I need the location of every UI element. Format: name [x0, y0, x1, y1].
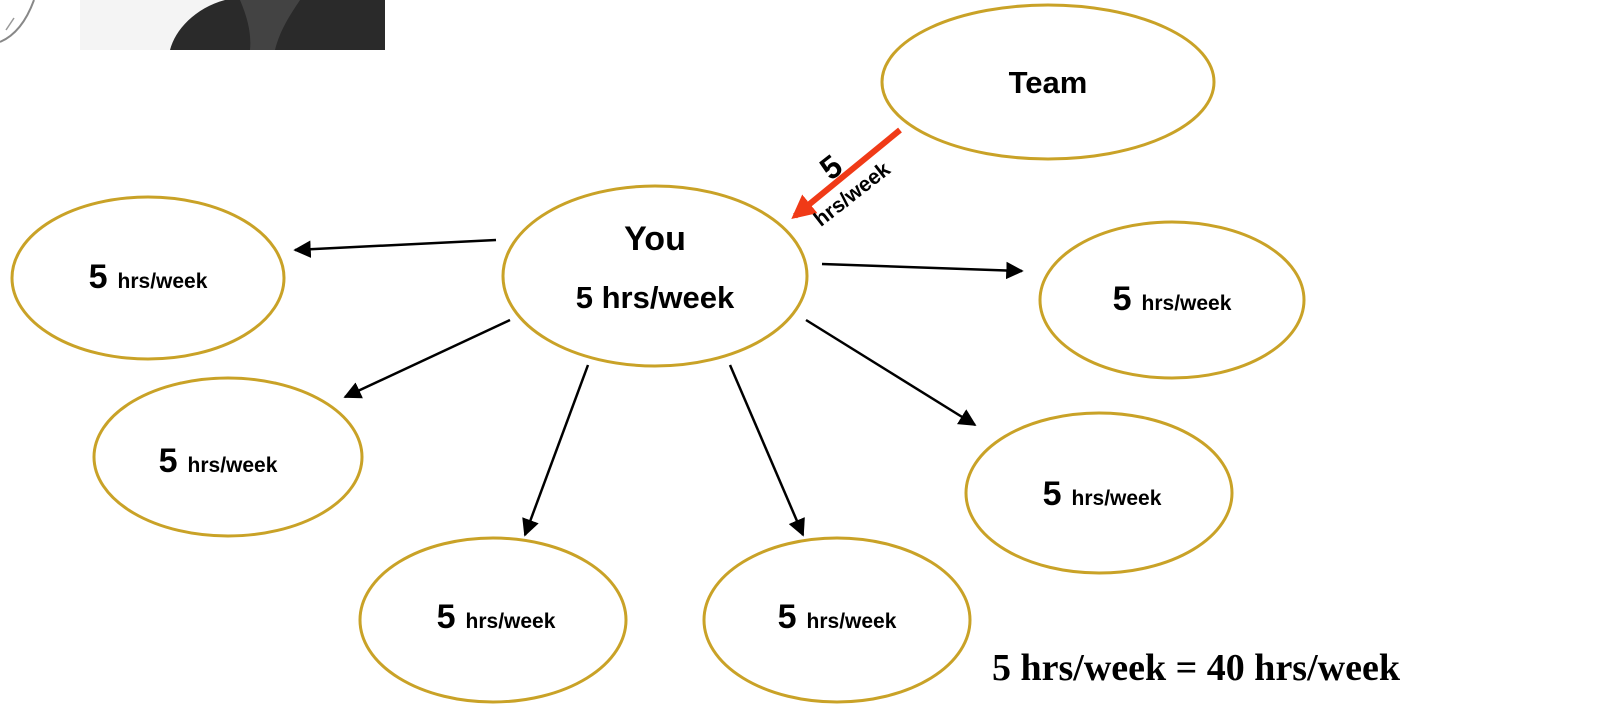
arrow-to-bottom-left-member [522, 364, 590, 537]
member-unit: hrs/week [1142, 292, 1232, 315]
member-hours: 5 hrs/week [89, 258, 208, 296]
member-hours: 5 hrs/week [159, 442, 278, 480]
member-number: 5 [159, 442, 178, 480]
arrow-to-left-member [293, 238, 497, 258]
arrow-to-right-member [821, 261, 1024, 280]
member-hours: 5 hrs/week [437, 598, 556, 636]
member-unit: hrs/week [118, 270, 208, 293]
you-ellipse [501, 184, 809, 368]
member-ellipse [358, 536, 628, 704]
member-unit: hrs/week [188, 454, 278, 477]
member-hours: 5 hrs/week [778, 598, 897, 636]
member-ellipse [92, 376, 364, 538]
you-hours: 5 hrs/week [576, 280, 735, 315]
member-node-lower-left: 5 hrs/week [92, 376, 364, 538]
member-number: 5 [1113, 280, 1132, 318]
member-node-bottom-right: 5 hrs/week [702, 536, 972, 704]
team-ellipse [880, 3, 1216, 161]
member-ellipse [964, 411, 1234, 575]
team-label: Team [1009, 65, 1088, 100]
member-unit: hrs/week [807, 610, 897, 633]
logo-fragment [0, 0, 35, 43]
member-unit: hrs/week [1072, 487, 1162, 510]
member-ellipse [10, 195, 286, 361]
team-link-label: 5 hrs/week [810, 148, 895, 232]
member-number: 5 [437, 598, 456, 636]
member-unit: hrs/week [466, 610, 556, 633]
team-node: Team [880, 3, 1216, 161]
member-ellipse [702, 536, 972, 704]
member-number: 5 [778, 598, 797, 636]
team-link-number: 5 [813, 148, 849, 187]
arrow-to-lower-left-member [343, 318, 511, 399]
member-node-right: 5 hrs/week [1038, 220, 1306, 380]
arrows [293, 127, 1024, 537]
member-number: 5 [89, 258, 108, 296]
you-label: You [624, 220, 686, 258]
team-to-you-arrow [791, 127, 902, 220]
member-number: 5 [1043, 475, 1062, 513]
photo-fragment [80, 0, 385, 50]
member-node-bottom-left: 5 hrs/week [358, 536, 628, 704]
member-ellipse [1038, 220, 1306, 380]
total-hours-equation: 5 hrs/week = 40 hrs/week [992, 647, 1401, 689]
arrow-to-lower-right-member [805, 318, 977, 427]
member-hours: 5 hrs/week [1043, 475, 1162, 513]
you-node: You 5 hrs/week [501, 184, 809, 368]
member-node-lower-right: 5 hrs/week [964, 411, 1234, 575]
arrow-to-bottom-right-member [728, 364, 805, 537]
member-hours: 5 hrs/week [1113, 280, 1232, 318]
member-node-left: 5 hrs/week [10, 195, 286, 361]
